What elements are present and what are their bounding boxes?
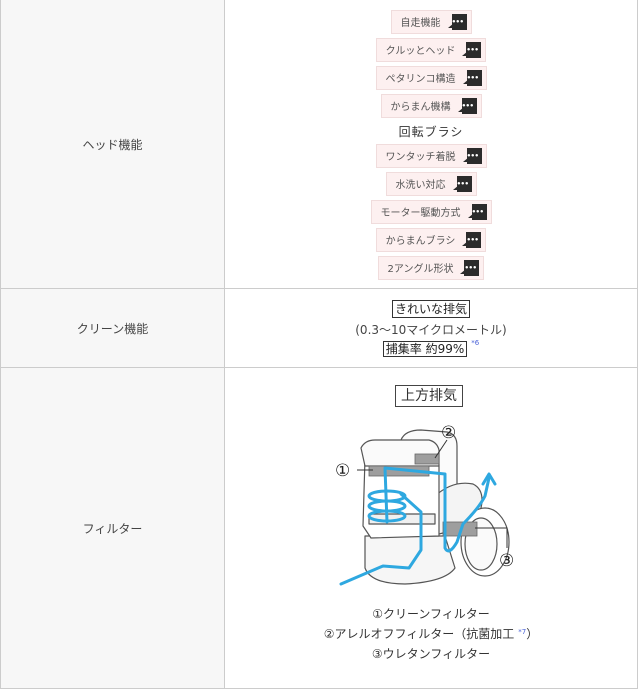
feature-label: 水洗い対応	[395, 180, 446, 191]
footnote-link[interactable]: *7	[518, 628, 527, 636]
feature-label: からまん機構	[390, 102, 451, 113]
feature-label: 自走機能	[400, 18, 441, 29]
speech-bubble-icon: •••	[462, 231, 482, 248]
collection-rate-label: 捕集率 約99%	[382, 340, 468, 357]
feature-label: ワンタッチ着脱	[385, 152, 456, 163]
feature-one-touch[interactable]: ワンタッチ着脱 •••	[375, 143, 487, 168]
speech-bubble-icon: •••	[467, 203, 487, 220]
feature-jisou[interactable]: 自走機能 •••	[390, 9, 472, 34]
footnote-link[interactable]: *6	[471, 338, 480, 347]
row-label: フィルター	[0, 367, 225, 689]
feature-kurutto-head[interactable]: クルッとヘッド •••	[375, 37, 487, 62]
head-features-cell: 自走機能 ••• クルッとヘッド ••• ペタリンコ構造 ••• からまん機構 …	[224, 0, 638, 289]
callout-3: ③	[499, 551, 514, 571]
filter-legend: ①クリーンフィルター ②アレルオフフィルター（抗菌加工*7） ③ウレタンフィルタ…	[225, 604, 637, 664]
feature-washable[interactable]: 水洗い対応 •••	[385, 171, 477, 196]
row-label: クリーン機能	[0, 288, 225, 368]
legend-clean-filter: ①クリーンフィルター	[372, 607, 490, 621]
callout-1: ①	[335, 461, 350, 481]
row-filter: フィルター 上方排気	[0, 367, 638, 689]
speech-bubble-icon: •••	[457, 97, 477, 114]
feature-label: ペタリンコ構造	[385, 74, 456, 85]
feature-label: からまんブラシ	[385, 236, 456, 247]
clean-exhaust-label: きれいな排気	[391, 299, 470, 318]
legend-urethane-filter: ③ウレタンフィルター	[371, 647, 491, 661]
speech-bubble-icon: •••	[460, 259, 480, 276]
feature-karaman-brush[interactable]: からまんブラシ •••	[375, 227, 487, 252]
upper-exhaust-label: 上方排気	[395, 385, 463, 407]
feature-label: 2アングル形状	[387, 264, 454, 275]
speech-bubble-icon: •••	[462, 41, 482, 58]
speech-bubble-icon: •••	[462, 69, 482, 86]
feature-label: クルッとヘッド	[385, 46, 456, 57]
clean-function-cell: きれいな排気 (0.3〜10マイクロメートル) 捕集率 約99%*6	[224, 288, 638, 368]
feature-motor-drive[interactable]: モーター駆動方式 •••	[370, 199, 492, 224]
speech-bubble-icon: •••	[462, 147, 482, 164]
particle-size-text: (0.3〜10マイクロメートル)	[355, 322, 507, 337]
row-head-features: ヘッド機能 自走機能 ••• クルッとヘッド ••• ペタリンコ構造 ••• か…	[0, 0, 638, 289]
speech-bubble-icon: •••	[452, 175, 472, 192]
speech-bubble-icon: •••	[447, 13, 467, 30]
row-label: ヘッド機能	[0, 0, 225, 289]
feature-label: モーター駆動方式	[380, 208, 461, 219]
callout-2: ②	[441, 423, 456, 443]
legend-allergy-filter: ②アレルオフフィルター（抗菌加工*7）	[323, 627, 539, 641]
row-clean-function: クリーン機能 きれいな排気 (0.3〜10マイクロメートル) 捕集率 約99%*…	[0, 288, 638, 368]
feature-list: 自走機能 ••• クルッとヘッド ••• ペタリンコ構造 ••• からまん機構 …	[225, 7, 637, 282]
feature-2-angle[interactable]: 2アングル形状 •••	[377, 255, 485, 280]
feature-karaman-kikou[interactable]: からまん機構 •••	[380, 93, 482, 118]
rotating-brush-text: 回転ブラシ	[398, 124, 464, 139]
vacuum-filter-diagram: ① ② ③	[335, 423, 514, 586]
feature-petarinko[interactable]: ペタリンコ構造 •••	[375, 65, 487, 90]
filter-cell: 上方排気	[224, 367, 638, 689]
